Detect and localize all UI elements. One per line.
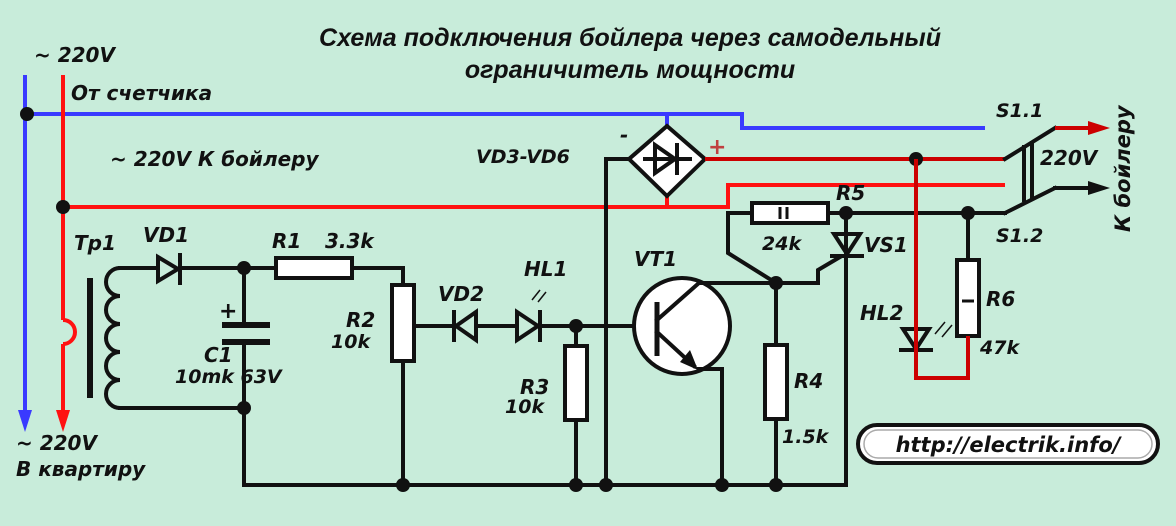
resistor-r5	[750, 201, 830, 225]
title-line-2: ограничитель мощности	[465, 56, 795, 84]
hl2-wire	[916, 336, 970, 380]
neutral-wire	[18, 75, 985, 432]
title-line-1: Схема подключения бойлера через самодель…	[319, 24, 941, 52]
transistor-vt1	[632, 276, 732, 376]
wire	[726, 211, 779, 286]
hl1-label: HL1	[524, 257, 567, 281]
r2-value: 10k	[331, 331, 371, 353]
bridge-minus-wire	[604, 157, 631, 487]
junction-dot	[56, 200, 70, 214]
watermark-badge[interactable]: http://electrik.info/	[856, 423, 1160, 465]
output-arrow-red	[1088, 121, 1110, 135]
r4-value: 1.5k	[782, 426, 830, 448]
vt1-label: VT1	[634, 247, 677, 271]
output-arrow-black	[1088, 181, 1110, 195]
r2-label: R2	[346, 308, 375, 332]
transformer-label: Tp1	[74, 231, 116, 255]
s11-label: S1.1	[996, 100, 1043, 122]
photoresistor-r6	[955, 258, 981, 338]
r3-value: 10k	[505, 396, 545, 418]
r5-value: 24k	[762, 233, 802, 255]
diode-vd1	[156, 253, 182, 285]
led-hl1	[515, 289, 547, 344]
from-meter-label: От счетчика	[71, 81, 212, 105]
hl2-label: HL2	[860, 301, 903, 325]
junction-dot	[715, 478, 729, 492]
c1-label: C1	[204, 343, 233, 367]
c1-plus-sign: +	[219, 299, 237, 324]
resistor-r1	[274, 256, 354, 280]
vd2-label: VD2	[438, 282, 484, 306]
r3-label: R3	[520, 375, 549, 399]
transformer-tp1	[87, 265, 123, 411]
r1-label: R1	[272, 229, 301, 253]
r6-label: R6	[986, 287, 1015, 311]
c1-value: 10mk 63V	[175, 366, 283, 388]
r4-label: R4	[794, 369, 823, 393]
resistor-r4	[763, 343, 789, 421]
to-boiler-label: ~ 220V К бойлеру	[110, 147, 319, 171]
diode-bridge-vd3-vd6	[626, 123, 708, 199]
r6-value: 47k	[979, 337, 1020, 359]
capacitor-c1	[222, 322, 270, 345]
led-hl2	[899, 321, 953, 353]
wire	[697, 367, 724, 487]
junction-dot	[769, 478, 783, 492]
junction-dot	[569, 478, 583, 492]
output-to-boiler-label: К бойлеру	[1111, 104, 1135, 232]
resistor-r3	[563, 344, 589, 422]
phase-wire	[56, 75, 1005, 432]
switch-s1	[1002, 121, 1110, 216]
junction-dot	[599, 478, 613, 492]
diode-vd2	[452, 308, 478, 344]
bridge-minus-sign: -	[620, 123, 628, 147]
s12-label: S1.2	[996, 225, 1043, 247]
junction-dot	[20, 107, 34, 121]
switch-voltage-label: 220V	[1040, 146, 1099, 170]
vs1-label: VS1	[864, 233, 908, 257]
to-apartment-label: В квартиру	[16, 457, 146, 481]
r1-value: 3.3k	[325, 229, 375, 253]
r5-label: R5	[836, 181, 865, 205]
watermark-link[interactable]: http://electrik.info/	[896, 433, 1123, 457]
vd1-label: VD1	[143, 223, 189, 247]
junction-dot	[237, 401, 251, 415]
potentiometer-r2	[390, 283, 416, 363]
bridge-label: VD3-VD6	[476, 146, 570, 168]
bridge-plus-sign: +	[708, 135, 726, 160]
wire	[350, 266, 405, 287]
junction-dot	[396, 478, 410, 492]
input-voltage-label: ~ 220V	[34, 43, 116, 67]
output-voltage-label: ~ 220V	[16, 431, 98, 455]
